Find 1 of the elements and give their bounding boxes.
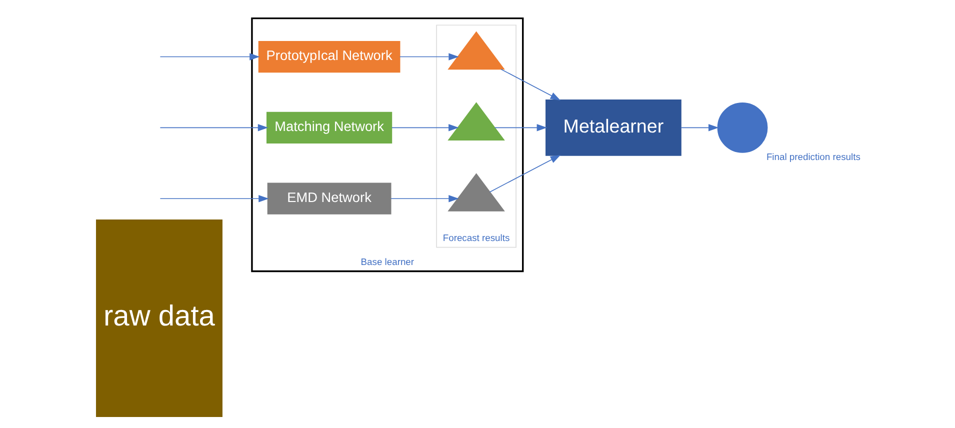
node-label: Final prediction results — [766, 150, 860, 162]
